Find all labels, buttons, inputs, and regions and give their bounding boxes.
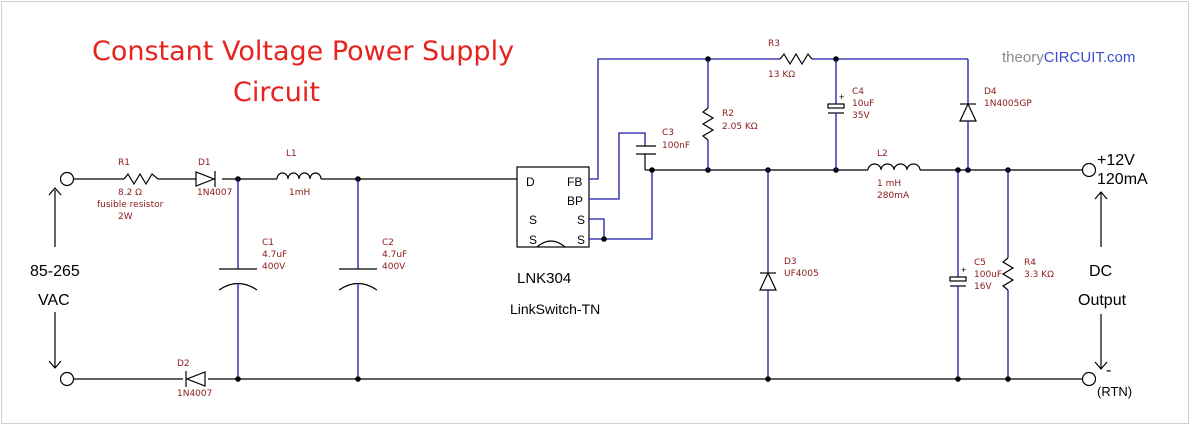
lnk304-ic: D FB BP S S S S LNK304 LinkSwitch-TN [510, 166, 600, 317]
c1-ref: C1 [262, 238, 274, 248]
c4-capacitor: + C4 10uF 35V [827, 59, 874, 170]
ic-pin-d: D [526, 175, 535, 189]
r3-value: 13 KΩ [768, 70, 795, 80]
r4-value: 3.3 KΩ [1024, 270, 1054, 280]
r2-value: 2.05 KΩ [722, 122, 758, 132]
r3-resistor: R3 13 KΩ [768, 39, 813, 80]
c2-value1: 4.7uF [382, 250, 407, 260]
input-terminal-bottom [59, 371, 75, 387]
output-rtn: (RTN) [1097, 384, 1132, 399]
input-terminal-top [59, 171, 75, 187]
d3-diode: D3 UF4005 [759, 170, 819, 382]
l2-inductor: L2 1 mH 280mA [867, 149, 921, 201]
r1-note2: 2W [118, 212, 133, 222]
c5-capacitor: + C5 100uF 16V [949, 170, 1002, 382]
d4-diode: D4 1N4005GP [959, 59, 1032, 170]
ic-part-number: LNK304 [517, 270, 571, 287]
r2-resistor: R2 2.05 KΩ [701, 59, 758, 170]
c3-value: 100nF [662, 141, 690, 151]
ic-wiring [589, 58, 708, 242]
l2-value1: 1 mH [877, 179, 901, 189]
c4-ref: C4 [852, 87, 864, 97]
output-terminal-return [1081, 371, 1097, 387]
switch-node-rail [645, 167, 1083, 173]
r4-resistor: R4 3.3 KΩ [1001, 170, 1054, 382]
output-label-line2: Output [1078, 292, 1127, 309]
d2-ref: D2 [177, 359, 190, 369]
d4-value: 1N4005GP [984, 99, 1032, 109]
ic-pin-bp: BP [567, 194, 583, 208]
r1-resistor: R1 8.2 Ω fusible resistor 2W [97, 158, 164, 222]
svg-text:+: + [961, 265, 966, 275]
ic-pin-s2: S [529, 233, 537, 247]
d3-value: UF4005 [784, 269, 819, 279]
r1-ref: R1 [118, 158, 130, 168]
c5-value1: 100uF [974, 270, 1002, 280]
c3-capacitor: C3 100nF [636, 128, 690, 170]
input-voltage-line2: VAC [38, 292, 70, 309]
c2-ref: C2 [382, 238, 394, 248]
watermark-prefix: theory [1002, 49, 1044, 66]
l1-value: 1mH [289, 188, 310, 198]
input-terminals: 85-265 VAC [30, 171, 80, 387]
c4-value2: 35V [852, 111, 870, 121]
output-terminals: +12V 120mA DC Output - (RTN) [1078, 152, 1148, 399]
c5-ref: C5 [974, 258, 986, 268]
r4-ref: R4 [1024, 258, 1036, 268]
diagram-title-line1: Constant Voltage Power Supply [92, 36, 514, 67]
ic-pin-s3: S [577, 213, 585, 227]
c1-capacitor: C1 4.7uF 400V [218, 179, 287, 379]
c5-value2: 16V [974, 282, 992, 292]
r1-value: 8.2 Ω [118, 188, 142, 198]
c2-value2: 400V [382, 262, 406, 272]
watermark-accent: CIRCUIT [1044, 49, 1105, 66]
svg-text:+: + [839, 92, 844, 102]
output-minus: - [1106, 362, 1111, 379]
r1-note1: fusible resistor [97, 200, 164, 210]
d2-value: 1N4007 [177, 389, 212, 399]
output-label-line1: DC [1089, 263, 1112, 280]
d1-value: 1N4007 [197, 188, 232, 198]
l2-value2: 280mA [877, 191, 910, 201]
l2-ref: L2 [877, 149, 888, 159]
d1-ref: D1 [198, 158, 211, 168]
c4-value1: 10uF [852, 99, 874, 109]
output-voltage: +12V [1097, 152, 1135, 169]
d1-diode: D1 1N4007 [195, 158, 232, 198]
diagram-title-line2: Circuit [233, 77, 320, 108]
c2-capacitor: C2 4.7uF 400V [338, 179, 407, 379]
l1-inductor: L1 1mH [276, 149, 322, 198]
ic-pin-s4: S [577, 233, 585, 247]
ic-pin-fb: FB [567, 175, 582, 189]
c1-value1: 4.7uF [262, 250, 287, 260]
r3-ref: R3 [768, 39, 780, 49]
watermark-suffix: .com [1103, 49, 1136, 66]
r2-ref: R2 [722, 109, 734, 119]
c1-value2: 400V [262, 262, 286, 272]
input-voltage-line1: 85-265 [30, 263, 80, 280]
d3-ref: D3 [784, 257, 797, 267]
d4-ref: D4 [984, 87, 997, 97]
ic-pin-s1: S [529, 213, 537, 227]
watermark: theoryCIRCUIT.com [1002, 49, 1135, 66]
d2-diode: D2 1N4007 [177, 359, 212, 399]
output-current: 120mA [1097, 171, 1148, 188]
ic-family: LinkSwitch-TN [510, 301, 600, 317]
l1-ref: L1 [286, 149, 297, 159]
c3-ref: C3 [662, 128, 674, 138]
output-terminal-positive [1081, 162, 1097, 178]
